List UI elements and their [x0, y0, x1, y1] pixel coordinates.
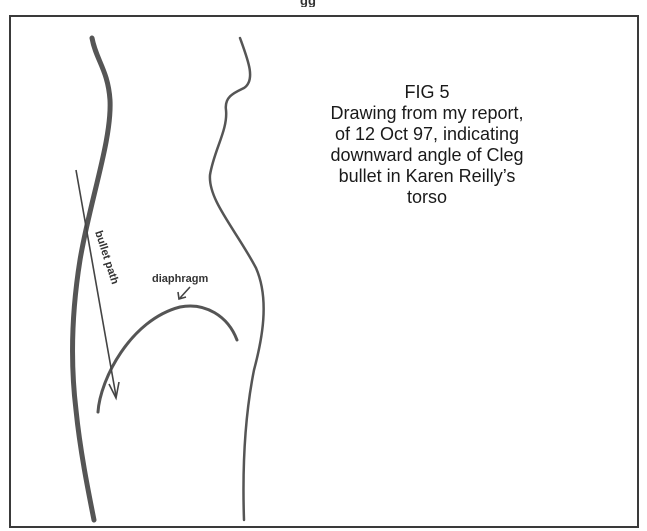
bullet-path-label: bullet path	[92, 229, 121, 286]
caption-line: torso	[312, 187, 542, 208]
caption-line: bullet in Karen Reilly’s	[312, 166, 542, 187]
diaphragm-pointer-line	[180, 287, 190, 298]
caption-line: of 12 Oct 97, indicating	[312, 124, 542, 145]
diaphragm-curve	[98, 306, 237, 412]
caption-line: Drawing from my report,	[312, 103, 542, 124]
caption-line: downward angle of Cleg	[312, 145, 542, 166]
caption-line-figure-number: FIG 5	[312, 82, 542, 103]
figure-caption: FIG 5 Drawing from my report, of 12 Oct …	[312, 82, 542, 208]
front-outline	[210, 38, 264, 520]
diaphragm-label: diaphragm	[152, 273, 208, 285]
back-outline	[73, 38, 111, 520]
